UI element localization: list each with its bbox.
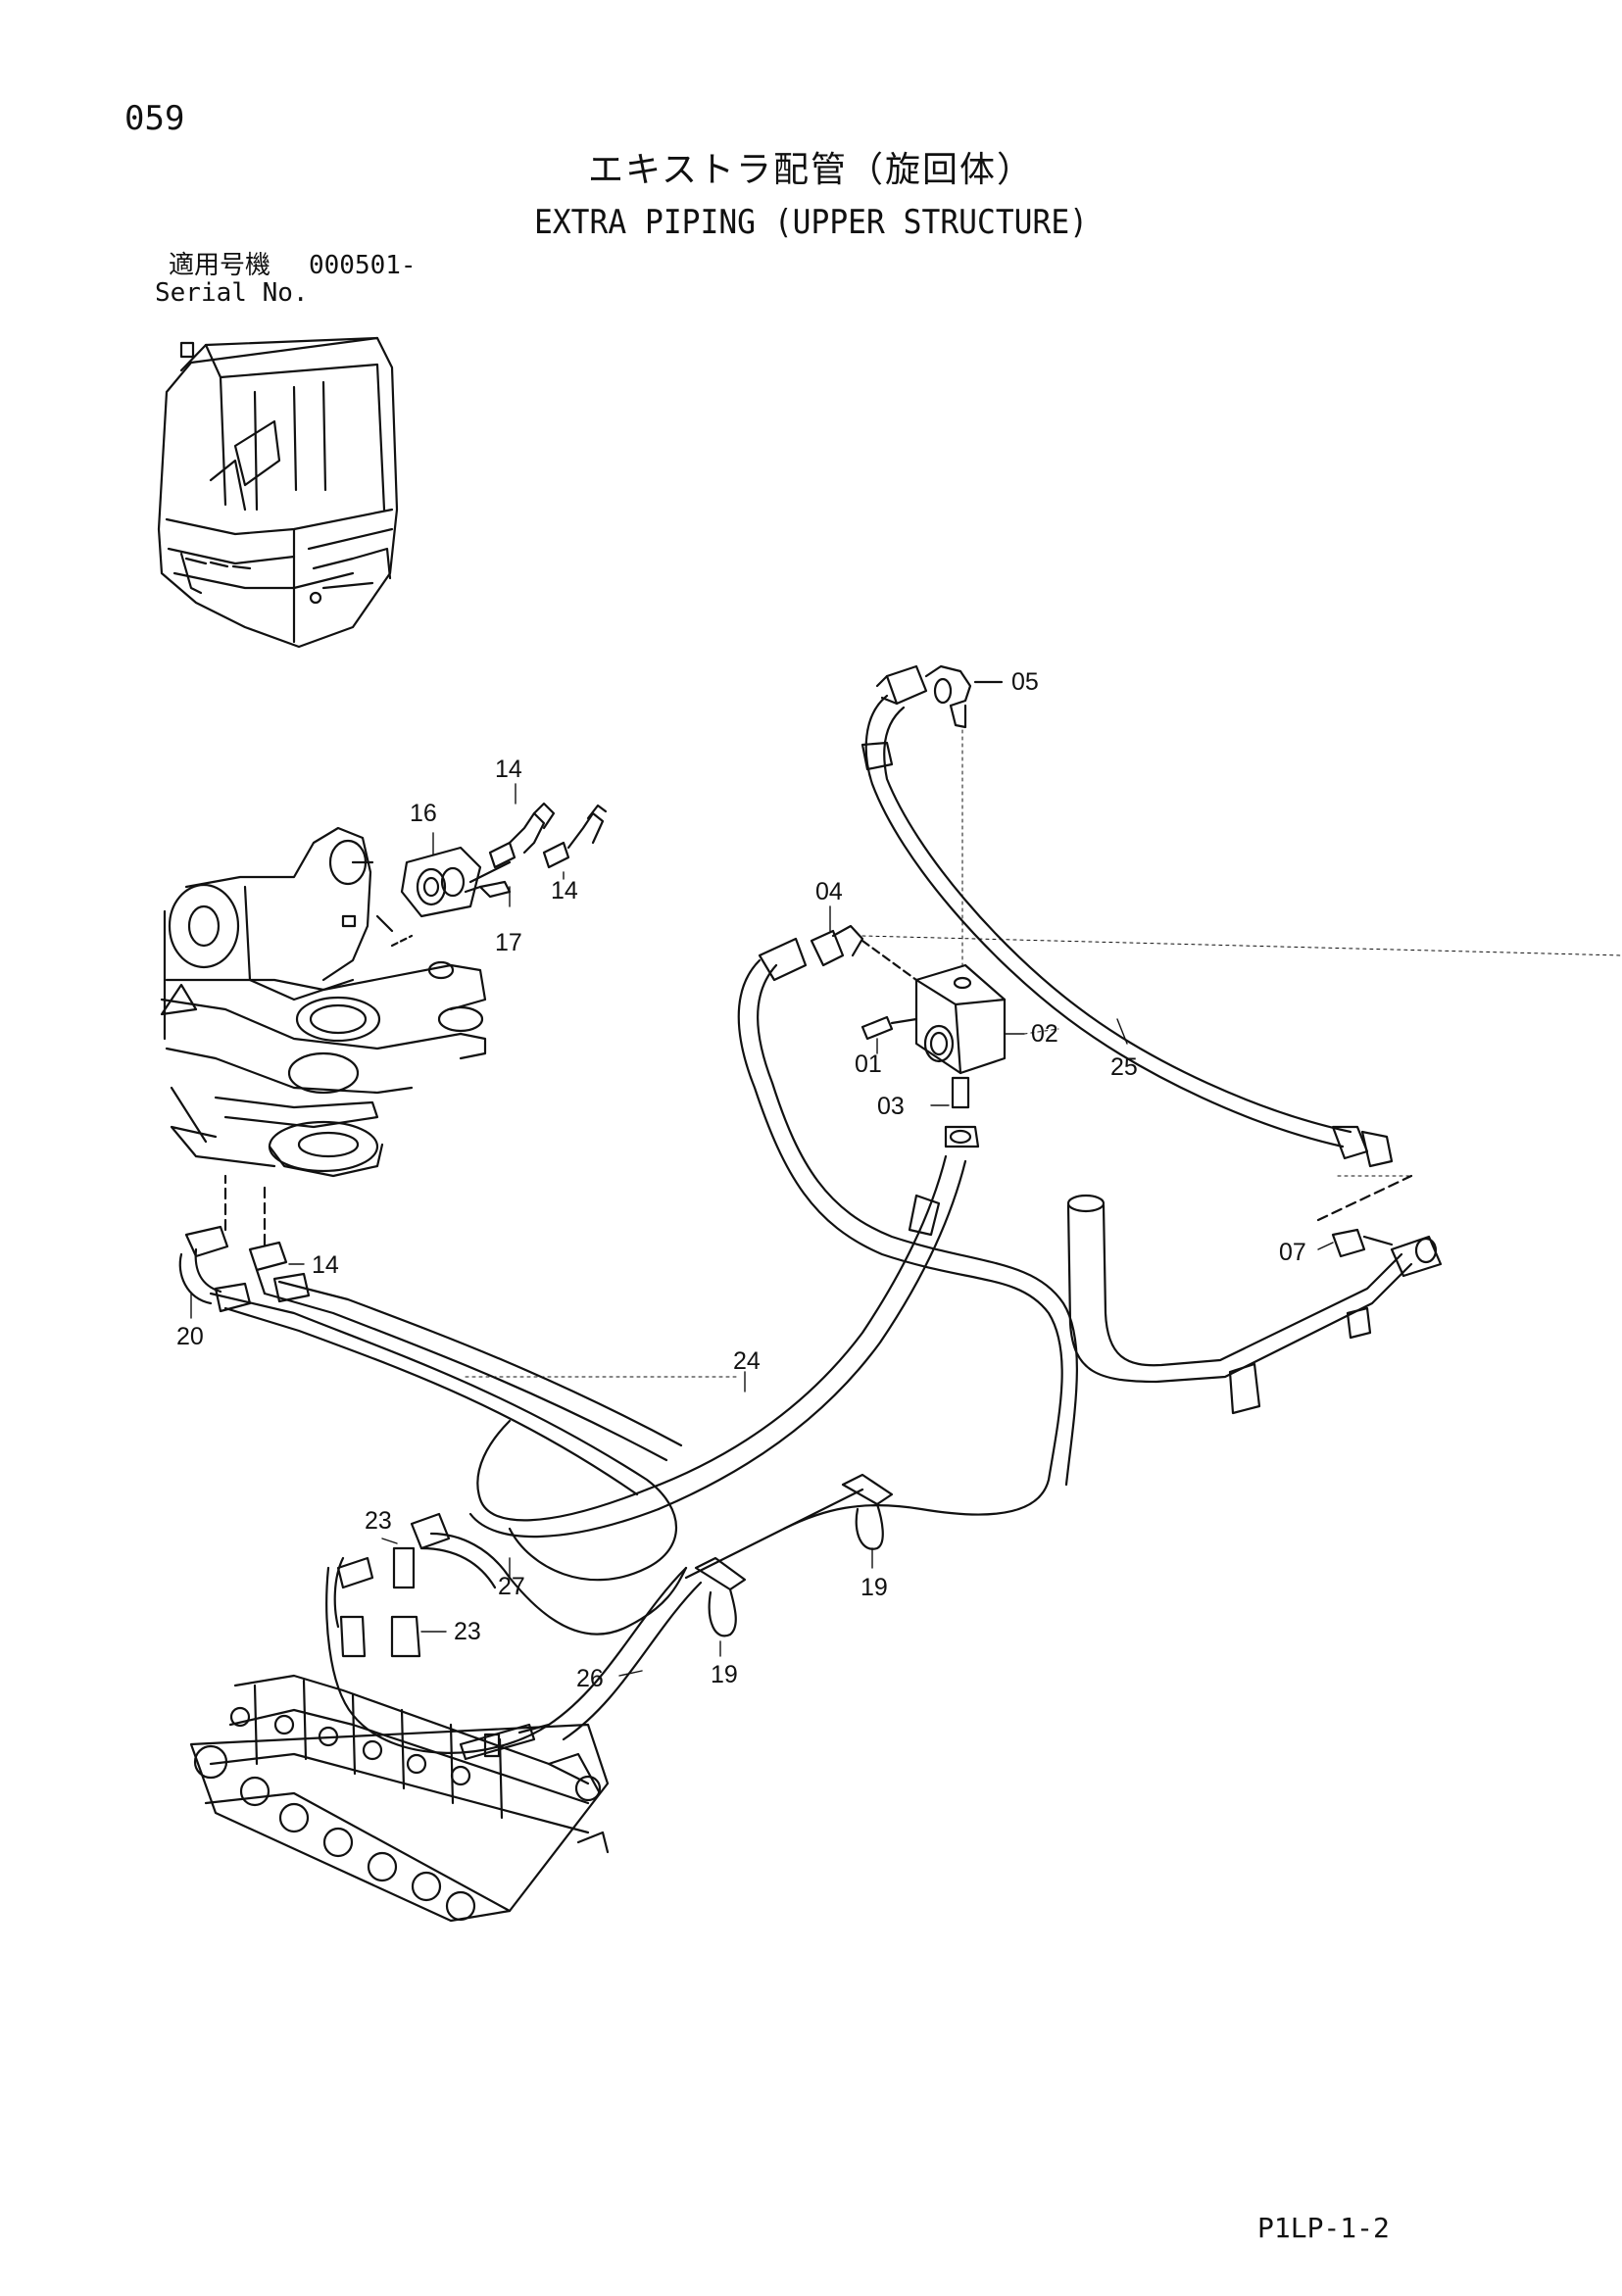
callout-label: 14 xyxy=(551,877,578,904)
callout-label: 26 xyxy=(576,1665,604,1692)
callout-label: 02 xyxy=(1031,1020,1058,1048)
hoses-26-27 xyxy=(325,1512,703,1754)
callout-label: 23 xyxy=(454,1618,481,1645)
callout-label: 25 xyxy=(1110,1053,1138,1081)
page-title-japanese: エキストラ配管（旋回体） xyxy=(588,150,1034,190)
callout-label: 14 xyxy=(312,1251,339,1279)
hoses-left xyxy=(178,1174,683,1582)
callout-label: 01 xyxy=(855,1050,882,1078)
serial-label-japanese: 適用号機 xyxy=(169,251,271,280)
callout-label: 07 xyxy=(1279,1239,1306,1266)
hose-25 xyxy=(860,694,1394,1168)
page-number: 059 xyxy=(124,99,185,138)
callout-label: 14 xyxy=(495,756,522,783)
serial-range: 000501- xyxy=(309,251,417,280)
control-valve xyxy=(189,1674,610,1923)
callout-label: 03 xyxy=(877,1093,905,1120)
leader-lines xyxy=(190,783,1334,1677)
callout-labels: 05 14 16 14 17 04 02 01 03 25 07 14 20 2… xyxy=(176,668,1306,1692)
page-title-english: EXTRA PIPING (UPPER STRUCTURE) xyxy=(534,203,1088,242)
cab-thumbnail xyxy=(157,336,399,649)
callout-label: 23 xyxy=(365,1507,392,1535)
fitting-05 xyxy=(875,664,1004,729)
callout-label: 24 xyxy=(733,1347,761,1375)
callout-label: 20 xyxy=(176,1323,204,1350)
callout-label: 16 xyxy=(410,800,437,827)
swing-bracket xyxy=(160,826,487,1178)
page-footer-code: P1LP-1-2 xyxy=(1257,2212,1390,2244)
fittings-14-16-17 xyxy=(390,802,608,948)
valve-block-02 xyxy=(810,924,1007,1148)
callout-label: 17 xyxy=(495,929,522,956)
callout-label: 05 xyxy=(1011,668,1039,696)
callout-label: 19 xyxy=(860,1574,888,1601)
pipe-07 xyxy=(1066,1174,1443,1415)
reference-lines xyxy=(465,729,1622,1378)
serial-label-english: Serial No. xyxy=(155,278,309,308)
clamps-19 xyxy=(684,1473,894,1637)
callout-label: 19 xyxy=(711,1661,738,1688)
callout-label: 04 xyxy=(815,878,843,905)
callout-label: 27 xyxy=(498,1573,525,1600)
